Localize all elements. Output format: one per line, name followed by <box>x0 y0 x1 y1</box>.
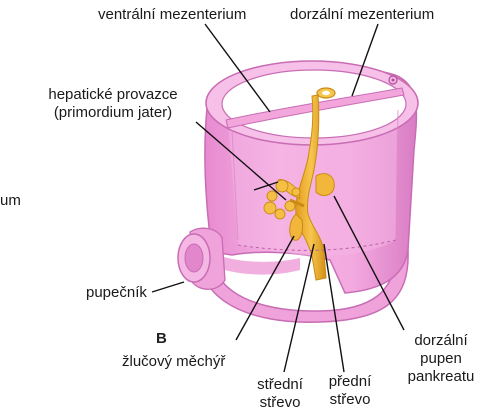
label-hepatic-cords-line2: (primordium jater) <box>28 104 198 122</box>
label-cut-left: um <box>0 192 21 210</box>
label-dorsal-pancreas-line3: pankreatu <box>388 368 494 386</box>
label-hepatic-cords: hepatické provazce (primordium jater) <box>28 86 198 122</box>
label-ventral-mesentery: ventrální mezenterium <box>98 6 246 24</box>
label-dorsal-mesentery: dorzální mezenterium <box>290 6 434 24</box>
label-gallbladder: žlučový měchýř <box>122 353 225 371</box>
umbilical-cord <box>178 228 225 289</box>
panel-letter: B <box>156 330 167 348</box>
label-foregut-line1: přední <box>300 373 400 391</box>
label-hepatic-cords-line1: hepatické provazce <box>28 86 198 104</box>
label-dorsal-pancreas: dorzální pupen pankreatu <box>388 332 494 386</box>
label-dorsal-pancreas-line1: dorzální <box>388 332 494 350</box>
label-dorsal-pancreas-line2: pupen <box>388 350 494 368</box>
label-umbilical-cord: pupečník <box>86 284 147 302</box>
pointer-umbilical-cord <box>152 282 184 292</box>
dorsal-pancreatic-bud <box>316 174 334 196</box>
label-foregut: přední střevo <box>300 373 400 409</box>
label-foregut-line2: střevo <box>300 391 400 409</box>
